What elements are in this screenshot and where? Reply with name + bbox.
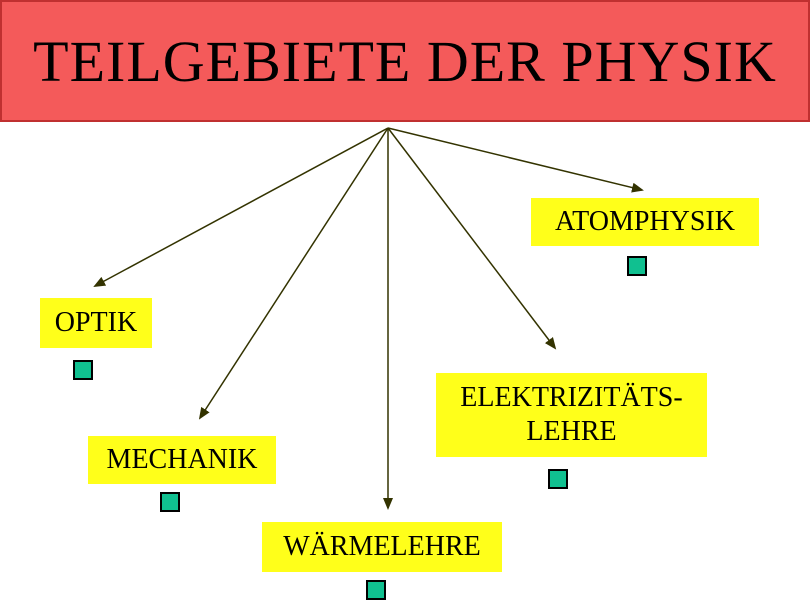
square-bullet-icon — [73, 360, 93, 380]
node-mechanik: MECHANIK — [88, 436, 276, 484]
node-elektrizitaet-label-line2: LEHRE — [526, 416, 617, 447]
title-banner: TEILGEBIETE DER PHYSIK — [0, 0, 810, 122]
node-atomphysik-label: ATOMPHYSIK — [555, 206, 735, 237]
square-bullet-icon — [627, 256, 647, 276]
arrow-to-elektrizitaet — [387, 127, 557, 350]
node-waermelehre: WÄRMELEHRE — [262, 522, 502, 572]
node-mechanik-label: MECHANIK — [106, 444, 258, 475]
arrow-to-mechanik — [198, 127, 389, 420]
node-optik: OPTIK — [40, 298, 152, 348]
node-optik-label: OPTIK — [54, 307, 138, 338]
square-bullet-icon — [160, 492, 180, 512]
node-elektrizitaet-label-line1: ELEKTRIZITÄTS- — [460, 382, 683, 413]
node-waermelehre-label: WÄRMELEHRE — [283, 531, 481, 562]
node-elektrizitaetslehre: ELEKTRIZITÄTS- LEHRE — [436, 373, 707, 457]
square-bullet-icon — [548, 469, 568, 489]
arrow-to-optik — [93, 127, 389, 287]
arrow-to-atomphysik — [387, 127, 644, 193]
square-bullet-icon — [366, 580, 386, 600]
node-atomphysik: ATOMPHYSIK — [531, 198, 759, 246]
page-title: TEILGEBIETE DER PHYSIK — [33, 28, 777, 94]
